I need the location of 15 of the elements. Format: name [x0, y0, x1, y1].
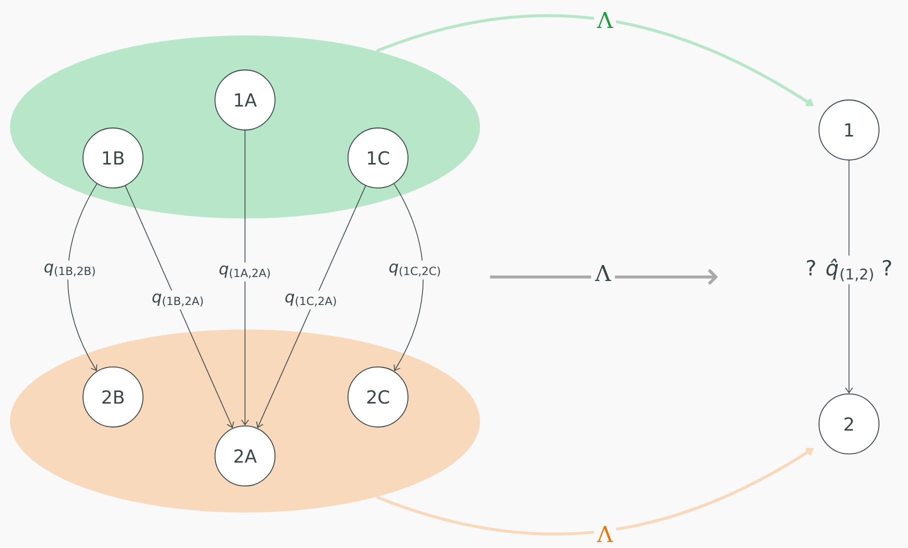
- edge-label: q$_{(1B,2A)}$: [148, 290, 208, 310]
- edge-label: ? q̂$_{(1,2)}$ ?: [802, 256, 896, 284]
- arrow: [124, 185, 234, 428]
- edge-label: q$_{(1C,2A)}$: [282, 290, 340, 310]
- arrow: [376, 448, 814, 536]
- arrow: [256, 185, 366, 428]
- edge-label: q$_{(1A,2A)}$: [216, 262, 274, 282]
- edge-label: q$_{(1B,2B)}$: [40, 260, 100, 280]
- edge-label: Λ: [594, 522, 616, 545]
- arrow: [241, 130, 249, 426]
- edge-label: Λ: [594, 8, 616, 31]
- arrow: [67, 183, 98, 372]
- edge-label: q$_{(1C,2C)}$: [386, 260, 444, 280]
- arrow-label: Λ: [591, 260, 615, 285]
- arrow: [376, 14, 814, 106]
